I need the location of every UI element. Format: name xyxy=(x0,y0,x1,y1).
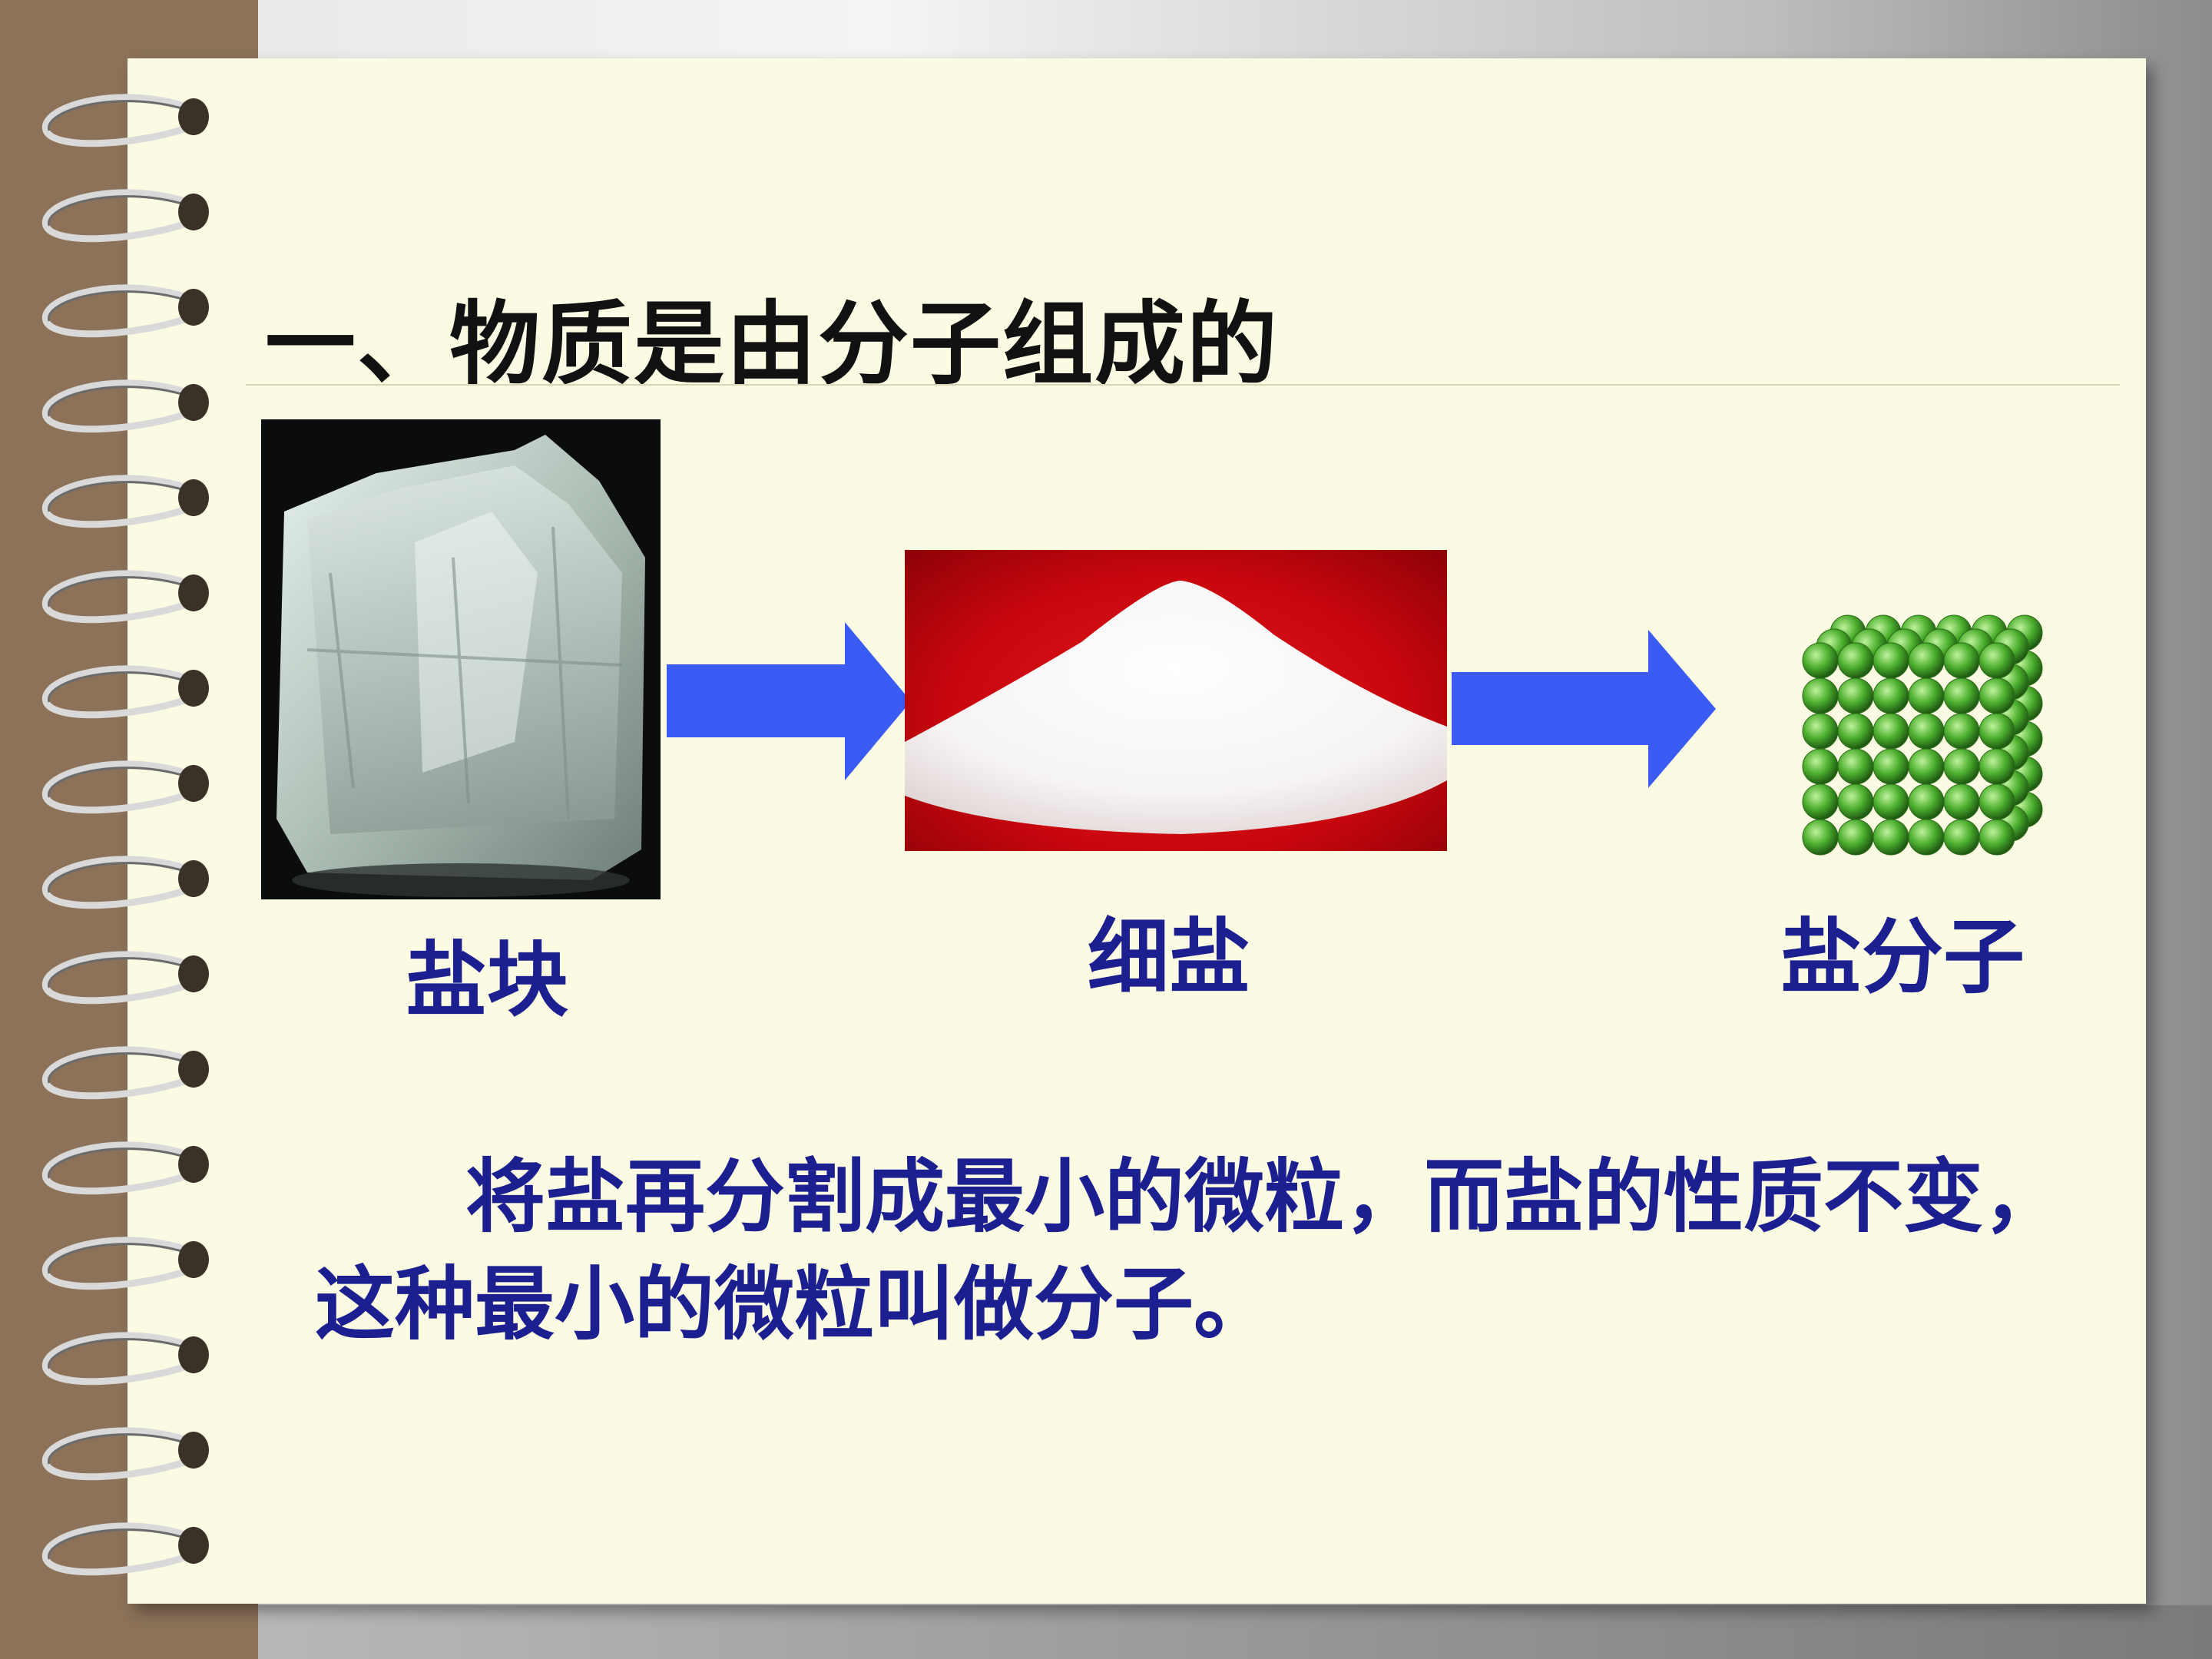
molecule-sphere xyxy=(1979,713,2015,750)
rock-salt-photo xyxy=(261,419,661,899)
binding-hole xyxy=(178,1432,209,1469)
spiral-binding xyxy=(41,94,209,1576)
spiral-ring-icon xyxy=(41,1046,186,1100)
molecule-sphere xyxy=(1908,677,1945,714)
binding-hole xyxy=(178,289,209,326)
spiral-ring-icon xyxy=(41,951,186,1005)
binding-hole xyxy=(178,1336,209,1373)
binding-hole xyxy=(178,1051,209,1088)
spiral-ring-icon xyxy=(41,1141,186,1195)
binding-hole xyxy=(178,98,209,135)
binding-hole xyxy=(178,575,209,611)
molecule-sphere xyxy=(1802,713,1839,750)
molecule-sphere xyxy=(1979,677,2015,714)
fine-salt-photo xyxy=(905,550,1447,851)
molecule-sphere xyxy=(1979,783,2015,820)
molecule-sphere xyxy=(1837,642,1874,679)
title-divider xyxy=(246,384,2120,386)
binding-hole xyxy=(178,1241,209,1278)
spiral-ring-icon xyxy=(41,1522,186,1576)
spiral-ring-icon xyxy=(41,665,186,719)
molecule-sphere xyxy=(1908,713,1945,750)
molecule-sphere xyxy=(1837,677,1874,714)
molecule-sphere xyxy=(1837,783,1874,820)
molecule-sphere xyxy=(1873,748,1909,785)
spiral-ring-icon xyxy=(41,856,186,909)
fine-salt-caption: 细盐 xyxy=(1088,910,1250,1005)
right-arrow-icon xyxy=(667,622,911,780)
spiral-ring-icon xyxy=(41,284,186,338)
molecule-sphere xyxy=(1837,819,1874,856)
binding-hole xyxy=(178,765,209,802)
binding-hole xyxy=(178,860,209,897)
molecule-sphere xyxy=(1943,713,1980,750)
slide-title: 一、物质是由分子组成的 xyxy=(265,291,1280,397)
spiral-ring-icon xyxy=(41,379,186,433)
spiral-ring-icon xyxy=(41,475,186,528)
binding-hole xyxy=(178,479,209,516)
molecule-sphere xyxy=(1979,748,2015,785)
spiral-ring-icon xyxy=(41,1332,186,1386)
binding-hole xyxy=(178,1527,209,1564)
molecule-sphere xyxy=(1873,713,1909,750)
spiral-ring-icon xyxy=(41,1427,186,1481)
spiral-ring-icon xyxy=(41,760,186,814)
molecule-sphere xyxy=(1943,677,1980,714)
molecule-sphere xyxy=(1979,642,2015,679)
salt-molecule-caption: 盐分子 xyxy=(1780,910,2025,1005)
right-arrow-icon xyxy=(1452,630,1716,788)
spiral-ring-icon xyxy=(41,94,186,147)
explanation-paragraph: 将盐再分割成最小的微粒，而盐的性质不变，这种最小的微粒叫做分子。 xyxy=(315,1150,2064,1351)
molecule-sphere xyxy=(1802,783,1839,820)
molecule-sphere xyxy=(1802,642,1839,679)
spiral-ring-icon xyxy=(41,570,186,624)
molecule-sphere xyxy=(1908,748,1945,785)
salt-molecule-lattice xyxy=(1802,614,2043,856)
molecule-sphere xyxy=(1837,748,1874,785)
molecule-sphere xyxy=(1873,783,1909,820)
spiral-ring-icon xyxy=(41,1237,186,1290)
molecule-sphere xyxy=(1873,677,1909,714)
molecule-sphere xyxy=(1908,819,1945,856)
molecule-sphere xyxy=(1837,713,1874,750)
binding-hole xyxy=(178,384,209,421)
molecule-sphere xyxy=(1908,642,1945,679)
molecule-sphere xyxy=(1802,819,1839,856)
molecule-sphere xyxy=(1943,748,1980,785)
molecule-sphere xyxy=(1943,819,1980,856)
rock-salt-caption: 盐块 xyxy=(406,933,568,1028)
molecule-sphere xyxy=(1802,748,1839,785)
molecule-sphere xyxy=(1873,819,1909,856)
molecule-sphere xyxy=(1802,677,1839,714)
molecule-sphere xyxy=(1873,642,1909,679)
binding-hole xyxy=(178,194,209,230)
binding-hole xyxy=(178,1146,209,1183)
binding-hole xyxy=(178,955,209,992)
bottom-shadow xyxy=(0,1605,2212,1659)
molecule-sphere xyxy=(1908,783,1945,820)
spiral-ring-icon xyxy=(41,189,186,243)
molecule-sphere xyxy=(1979,819,2015,856)
molecule-sphere xyxy=(1943,783,1980,820)
molecule-sphere xyxy=(1943,642,1980,679)
binding-hole xyxy=(178,670,209,707)
